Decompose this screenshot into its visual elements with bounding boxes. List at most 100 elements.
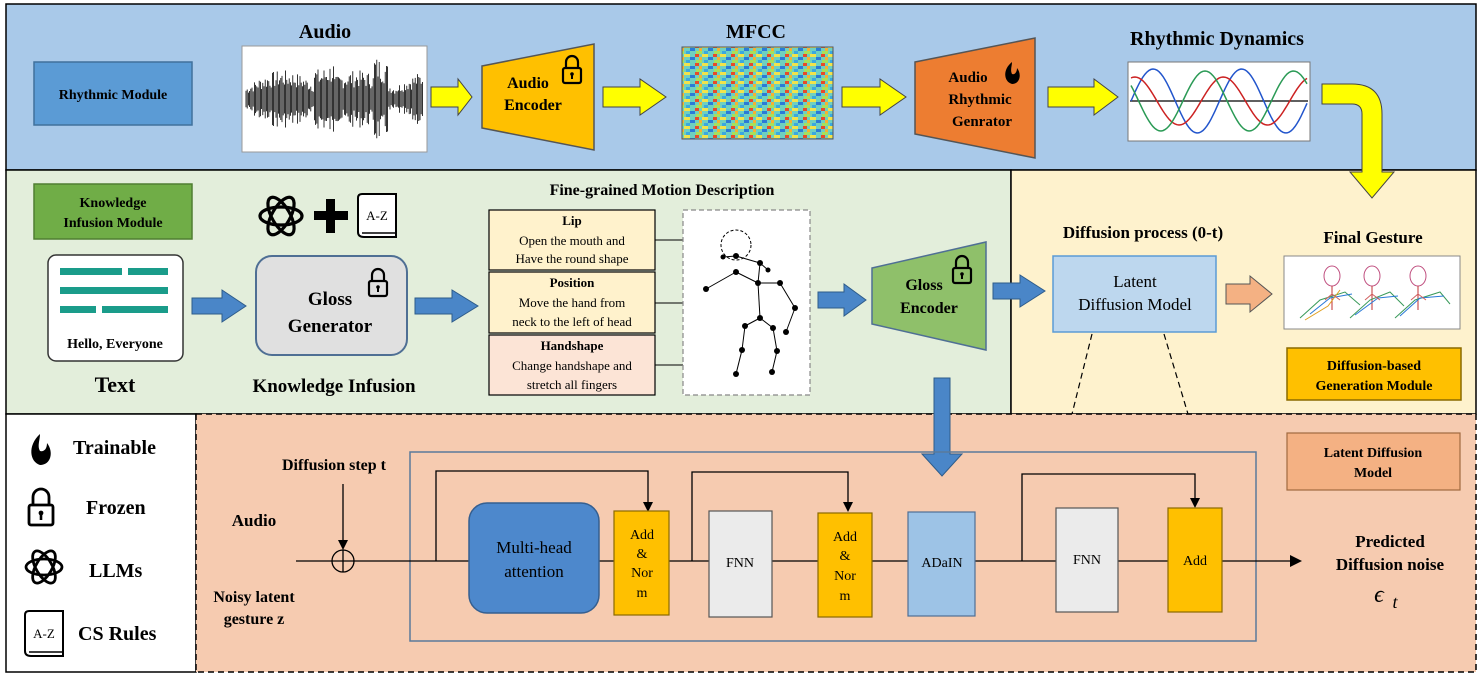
text-line-4 [60, 306, 96, 313]
noisy-latent-label-1: Noisy latent [213, 589, 295, 606]
fnn-label: FNN [726, 556, 754, 571]
description-lip: Lip Open the mouth and Have the round sh… [488, 209, 656, 271]
add-block [1167, 507, 1223, 613]
arrow-audio-to-encoder [430, 77, 473, 117]
fnn-label: FNN [1073, 553, 1101, 568]
dynamics-wave-1 [1130, 68, 1308, 134]
text-line-1 [60, 268, 122, 275]
mha-label-1: Multi-head [496, 538, 572, 557]
diffusion-module-label-1: Diffusion-based [1327, 359, 1421, 374]
arrow-description-to-encoder [817, 283, 867, 317]
arrow-encoder-to-mfcc [602, 78, 667, 116]
arrow-encoder-to-adain [920, 377, 964, 477]
dynamics-wave-2 [1130, 76, 1308, 126]
add-norm-label: Add [833, 530, 857, 545]
diffusion-module-label-2: Generation Module [1315, 379, 1432, 394]
knowledge-infusion-caption: Knowledge Infusion [252, 376, 416, 397]
audio-encoder [481, 43, 595, 151]
text-line-5 [102, 306, 168, 313]
lock-icon [951, 254, 973, 285]
add-norm-label: & [637, 547, 648, 562]
ldm-module-label-box [1286, 432, 1461, 491]
gloss-encoder-label-1: Gloss [905, 277, 942, 294]
description-position: Position Move the hand from neck to the … [488, 271, 656, 334]
final-gesture-figures [1299, 265, 1451, 321]
adain-block [907, 511, 976, 617]
description-line: Open the mouth and [519, 233, 625, 248]
lock-icon [561, 54, 583, 85]
description-line: Move the hand from [519, 295, 626, 310]
text-line-2 [128, 268, 168, 275]
ldm-label-2: Diffusion Model [1078, 295, 1192, 314]
add-norm-2 [817, 512, 873, 618]
skeleton-figure [703, 229, 798, 377]
book-az-label: A-Z [366, 208, 388, 223]
plus-icon [314, 199, 348, 233]
arrow-encoder-to-ldm [992, 274, 1046, 308]
skeleton-box [682, 209, 811, 396]
audio-title: Audio [299, 21, 351, 43]
gloss-encoder-label-2: Encoder [900, 300, 958, 317]
text-caption: Text [95, 372, 136, 397]
text-line-3 [60, 287, 168, 294]
dynamics-title: Rhythmic Dynamics [1130, 28, 1304, 50]
ldm-module-label-2: Model [1354, 466, 1392, 481]
predicted-label-1: Predicted [1355, 532, 1425, 551]
lock-icon [27, 487, 55, 527]
zoom-line-right [1163, 333, 1189, 415]
residual-2-head [843, 502, 853, 512]
waveform-trace [245, 59, 423, 139]
generator-label-1: Audio [948, 70, 987, 86]
noisy-latent-label-2: gesture z [224, 611, 285, 628]
legend-trainable: Trainable [73, 437, 156, 459]
fire-icon [1005, 62, 1020, 84]
residual-1 [435, 470, 649, 561]
epsilon-symbol: ϵ [1374, 582, 1385, 608]
generator-label-2: Rhythmic [948, 92, 1012, 108]
latent-diffusion-model [1052, 255, 1217, 333]
mfcc-title: MFCC [726, 21, 786, 43]
add-norm-label: & [840, 549, 851, 564]
arrow-ldm-to-final [1225, 274, 1273, 314]
fire-icon [31, 434, 51, 465]
residual-3 [1021, 473, 1196, 561]
add-norm-1 [613, 510, 670, 616]
dynamics-waves [1130, 68, 1308, 134]
arrow-generator-to-dynamics [1047, 78, 1119, 116]
final-gesture-title: Final Gesture [1323, 228, 1423, 247]
rhythmic-module-label-box [33, 61, 193, 126]
knowledge-module-label-1: Knowledge [80, 196, 147, 211]
arrow-gloss-to-description [414, 289, 479, 323]
description-connectors [655, 239, 683, 366]
description-line: Have the round shape [516, 251, 629, 266]
llm-icon [24, 549, 64, 585]
zoom-line-left [1071, 333, 1093, 415]
legend-frozen: Frozen [86, 497, 146, 519]
diffusion-module-label-box [1286, 347, 1462, 401]
ldm-label-1: Latent [1113, 272, 1157, 291]
audio-encoder-label-2: Encoder [504, 97, 562, 114]
description-line: Change handshape and [512, 358, 632, 373]
audio-waveform [245, 59, 423, 139]
generator-label-3: Genrator [952, 114, 1012, 130]
knowledge-module-label-box [33, 183, 193, 240]
book-az-icon [357, 193, 397, 238]
rhythmic-module-label: Rhythmic Module [59, 88, 168, 103]
predicted-label-2: Diffusion noise [1336, 555, 1445, 574]
description-handshape: Handshape Change handshape and stretch a… [488, 334, 656, 396]
add-norm-label: Add [630, 528, 654, 543]
fine-grained-title: Fine-grained Motion Description [550, 182, 775, 199]
legend-book-az-label: A-Z [33, 626, 55, 641]
audio-rhythmic-generator [914, 37, 1036, 159]
add-norm-label: Nor [631, 566, 653, 581]
residual-1-head [643, 502, 653, 512]
legend-llms: LLMs [89, 560, 143, 582]
knowledge-module-label-2: Infusion Module [63, 216, 162, 231]
epsilon-subscript: t [1392, 592, 1398, 612]
step-arrow-head [338, 540, 348, 550]
add-norm-label: m [637, 586, 648, 601]
adain-label: ADaIN [921, 556, 962, 571]
output-arrow-head [1290, 555, 1302, 567]
text-content: Hello, Everyone [67, 337, 163, 352]
